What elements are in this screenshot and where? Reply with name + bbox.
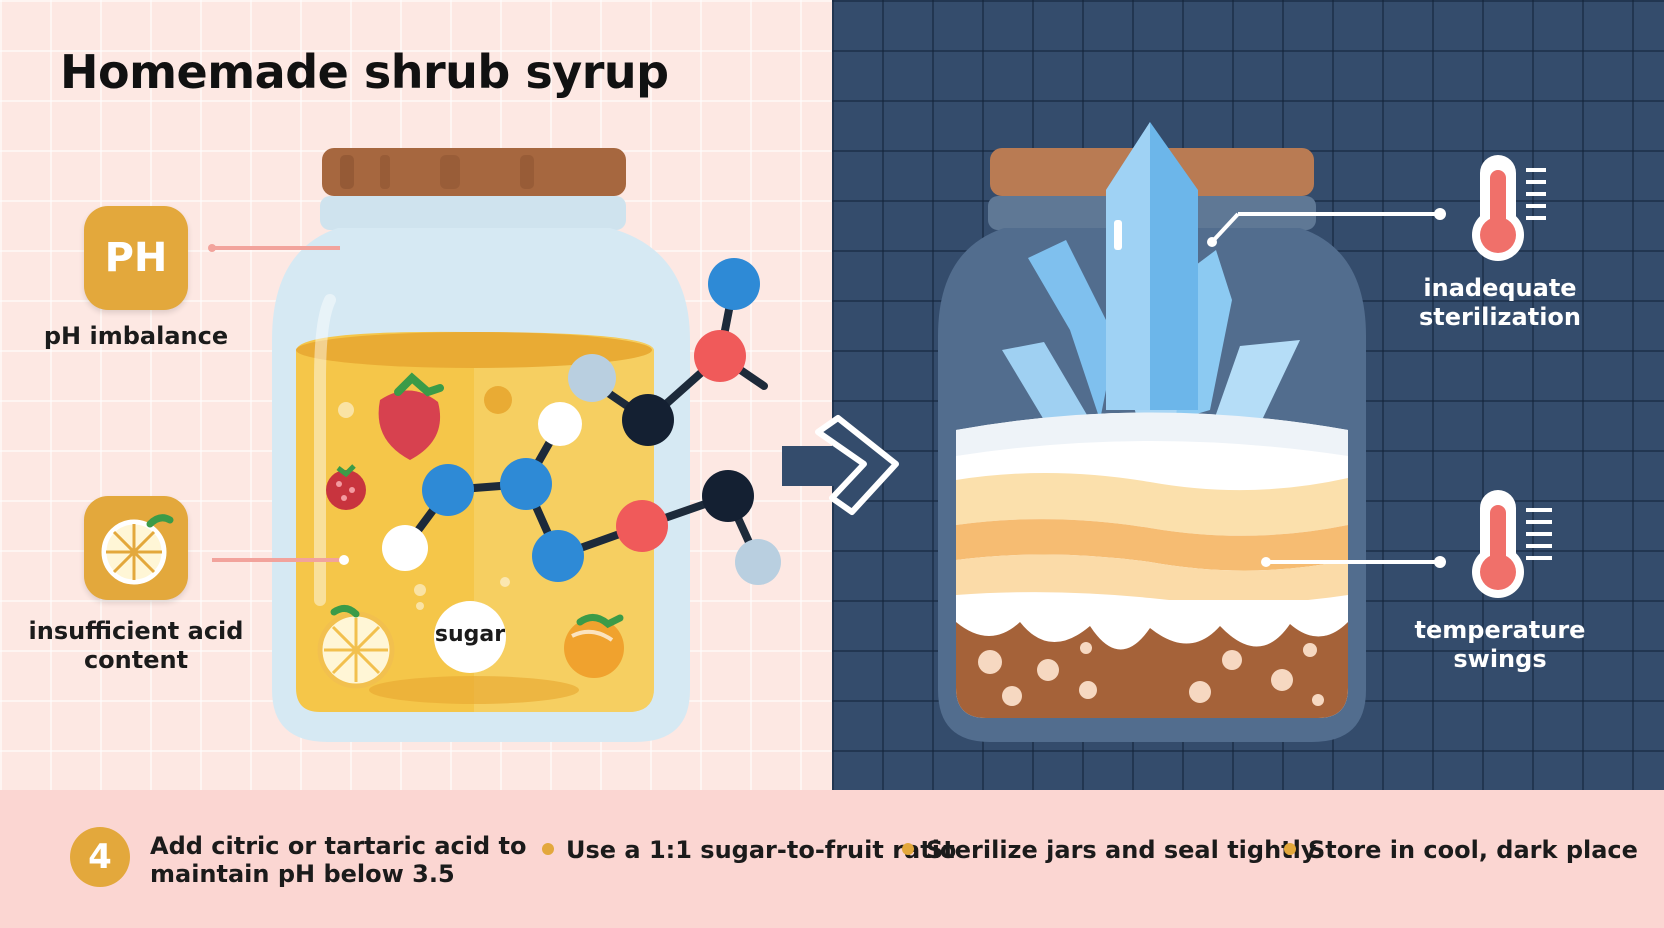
molecule-diagram — [382, 258, 781, 585]
inadequate-sterilization-label: inadequate sterilization — [1400, 274, 1600, 332]
temperature-swings-label: temperature swings — [1400, 616, 1600, 674]
insufficient-acid-label: insufficient acid content — [28, 617, 244, 675]
sterilization-connector-line — [1210, 212, 1240, 244]
strawberry-icon — [378, 390, 441, 460]
chevron-right-arrow-icon — [782, 415, 899, 515]
tip-text: Use a 1:1 sugar-to-fruit ratio — [566, 836, 957, 864]
tip-text: Sterilize jars and seal tightly — [926, 836, 1317, 864]
step-line2: maintain pH below 3.5 — [150, 860, 455, 888]
tip-item: Sterilize jars and seal tightly — [902, 836, 1317, 864]
raspberry-icon — [326, 470, 366, 510]
acid-badge — [84, 496, 188, 600]
bullet-dot-icon — [902, 843, 914, 855]
sugar-crystals — [1002, 122, 1300, 430]
jar-lid — [322, 148, 626, 196]
sugar-tag-label: sugar — [434, 622, 506, 647]
insufficient-acid-line2: content — [83, 646, 189, 674]
sterilization-line1: inadequate — [1423, 274, 1577, 302]
ph-badge-text: PH — [104, 235, 168, 281]
tip-text: Store in cool, dark place — [1308, 836, 1638, 864]
tip-item: Use a 1:1 sugar-to-fruit ratio — [542, 836, 956, 864]
thermometer-icon — [1472, 490, 1552, 598]
insufficient-acid-line1: insufficient acid — [28, 617, 244, 645]
bottom-tips-bar — [0, 790, 1664, 928]
ph-badge: PH — [84, 206, 188, 310]
illustration-scene — [208, 122, 1552, 742]
step-instruction: Add citric or tartaric acid to maintain … — [150, 832, 527, 888]
page-title: Homemade shrub syrup — [60, 45, 669, 99]
bullet-dot-icon — [1284, 843, 1296, 855]
sterilization-line2: sterilization — [1419, 303, 1581, 331]
temperature-line1: temperature — [1414, 616, 1586, 644]
syrup-jar — [272, 148, 690, 742]
bullet-dot-icon — [542, 843, 554, 855]
tip-item: Store in cool, dark place — [1284, 836, 1638, 864]
crystallized-jar — [938, 122, 1366, 742]
step-line1: Add citric or tartaric acid to — [150, 832, 527, 860]
lemon-slice-icon — [101, 514, 174, 585]
sugar-tag — [434, 601, 506, 673]
jar-neck — [320, 196, 626, 230]
orange-icon — [564, 618, 624, 678]
thermometer-icon — [1472, 155, 1546, 261]
ph-imbalance-label: pH imbalance — [43, 322, 229, 350]
temperature-line2: swings — [1453, 645, 1547, 673]
step-number-badge: 4 — [70, 827, 130, 887]
